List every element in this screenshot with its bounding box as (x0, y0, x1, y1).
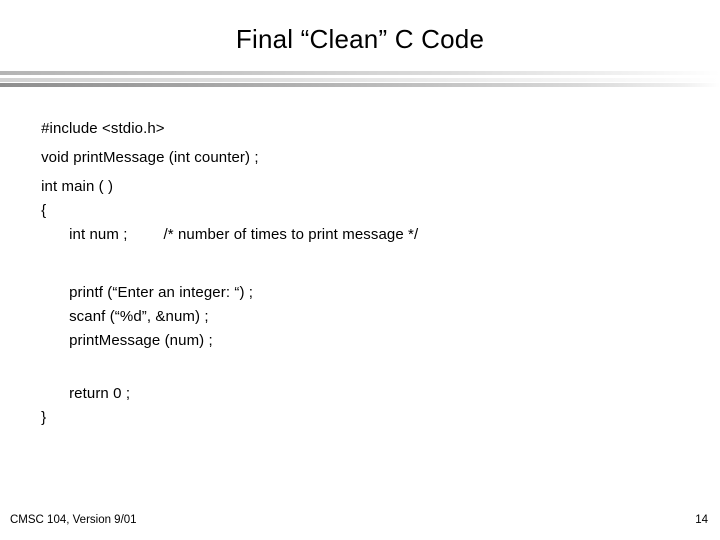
code-text: int main ( ) (41, 178, 114, 195)
code-line-open-brace: { (24, 182, 696, 219)
code-text: } (41, 409, 47, 426)
footer-course-label: CMSC 104, Version 9/01 (10, 514, 137, 526)
code-text: { (41, 202, 47, 219)
code-text: int num ; (69, 226, 128, 243)
code-line-call-printmessage: printMessage (num) ; (24, 312, 696, 349)
code-line-include: #include <stdio.h> (24, 100, 696, 137)
code-listing: #include <stdio.h> void printMessage (in… (24, 100, 696, 426)
code-comment: /* number of times to print message */ (163, 226, 419, 243)
code-line-declaration: int num ; /* number of times to print mes… (24, 206, 696, 243)
code-text: scanf (“%d”, &num) ; (69, 308, 209, 325)
code-line-scanf: scanf (“%d”, &num) ; (24, 288, 696, 325)
code-text: return 0 ; (69, 385, 131, 402)
code-text: void printMessage (int counter) ; (41, 149, 259, 166)
divider-band-bottom (0, 83, 720, 87)
code-line-return: return 0 ; (24, 365, 696, 402)
code-line-close-brace: } (24, 389, 696, 426)
slide-footer: CMSC 104, Version 9/01 14 (0, 512, 720, 532)
divider-band-middle (0, 78, 720, 82)
code-text: printMessage (num) ; (69, 332, 213, 349)
code-line-prototype: void printMessage (int counter) ; (24, 129, 696, 166)
page-title: Final “Clean” C Code (235, 24, 485, 54)
footer-page-number: 14 (695, 514, 708, 526)
code-text: printf (“Enter an integer: “) ; (69, 284, 254, 301)
title-divider-bar (0, 71, 720, 87)
code-line-main: int main ( ) (24, 158, 696, 195)
divider-band-gap (0, 75, 720, 78)
code-text: #include <stdio.h> (41, 120, 165, 137)
divider-band-top (0, 71, 720, 75)
code-line-printf: printf (“Enter an integer: “) ; (24, 264, 696, 301)
